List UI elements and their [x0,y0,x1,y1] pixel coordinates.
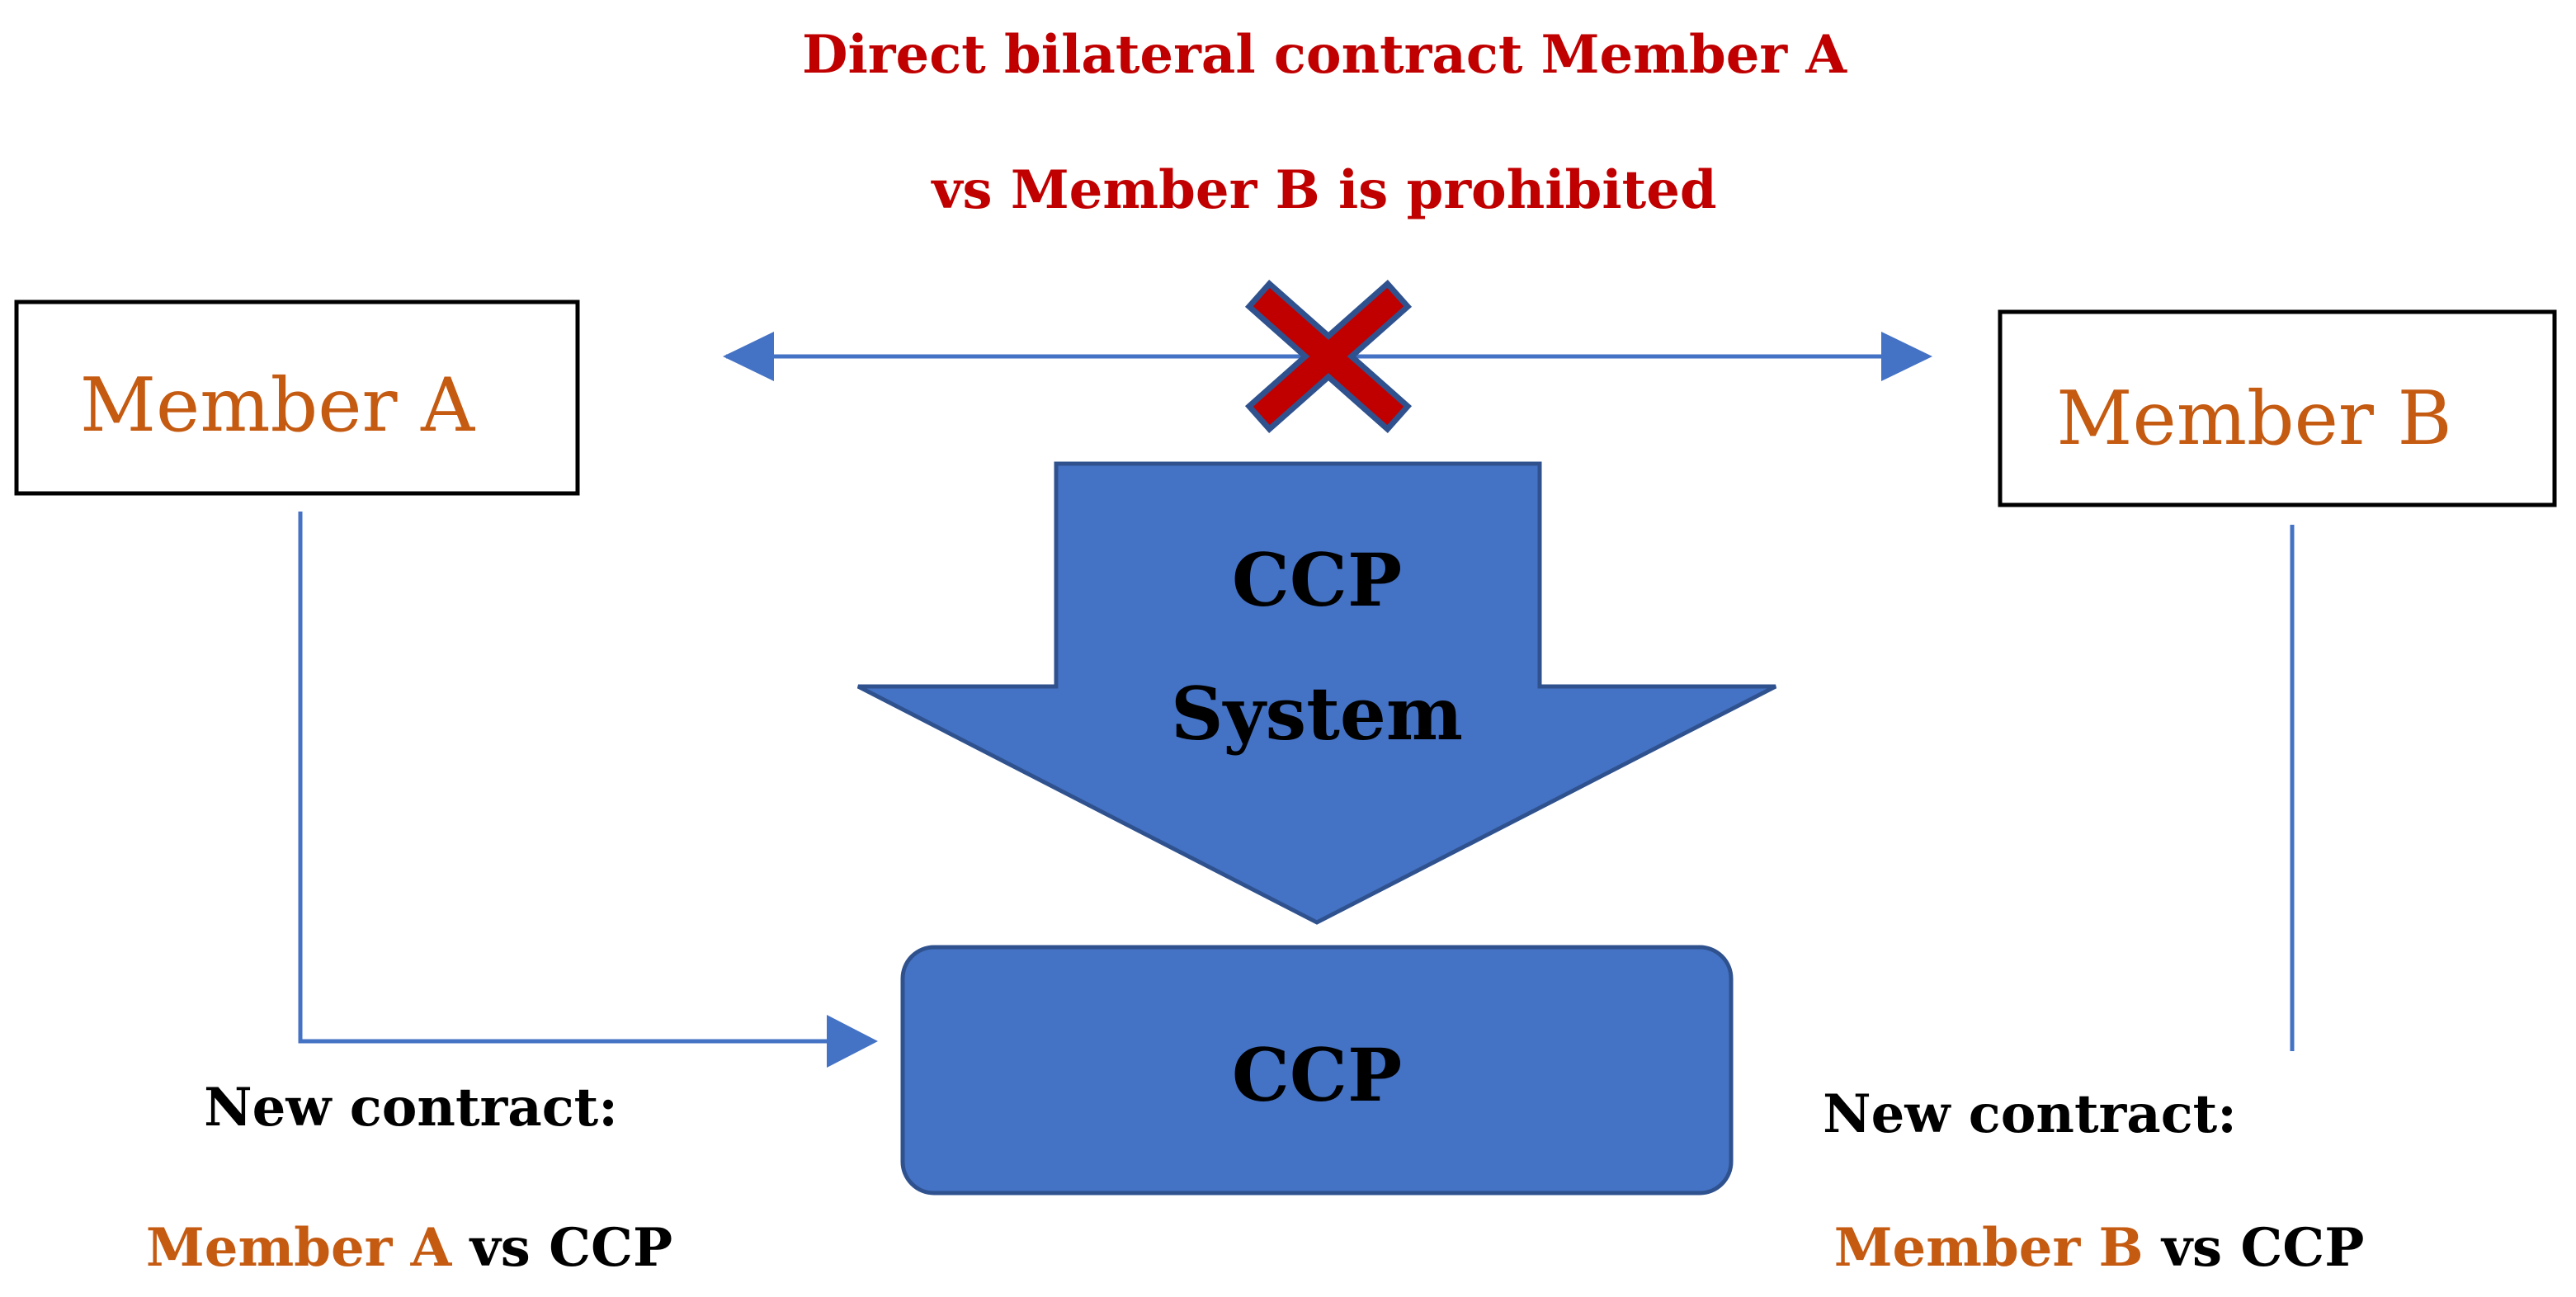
ccp-node: CCP [900,945,1734,1196]
left-caption-line-1: New contract: [204,1077,618,1139]
right-caption-rest: vs CCP [2144,1217,2365,1279]
title-line-1: Direct bilateral contract Member A [802,24,1847,86]
ccp-system-label-line-2: System [1171,671,1463,757]
left-caption-member: Member A [146,1217,453,1279]
member-a-node: Member A [14,299,580,496]
member-a-label: Member A [80,362,475,449]
title-line-2: vs Member B is prohibited [930,159,1716,221]
left-caption-line-2: Member A vs CCP [146,1217,672,1279]
left-caption-rest: vs CCP [451,1217,672,1279]
ccp-system-arrow: CCP System [856,461,1777,925]
right-caption-line-1: New contract: [1823,1083,2237,1145]
cross-x-icon [1244,279,1413,434]
member-b-node: Member B [1998,309,2557,507]
right-caption-line-2: Member B vs CCP [1834,1217,2365,1279]
member-b-label: Member B [2056,375,2451,462]
member-a-connector [298,512,878,1068]
ccp-system-label-line-1: CCP [1232,537,1402,623]
ccp-label: CCP [1232,1032,1402,1118]
right-caption-member: Member B [1834,1217,2144,1279]
